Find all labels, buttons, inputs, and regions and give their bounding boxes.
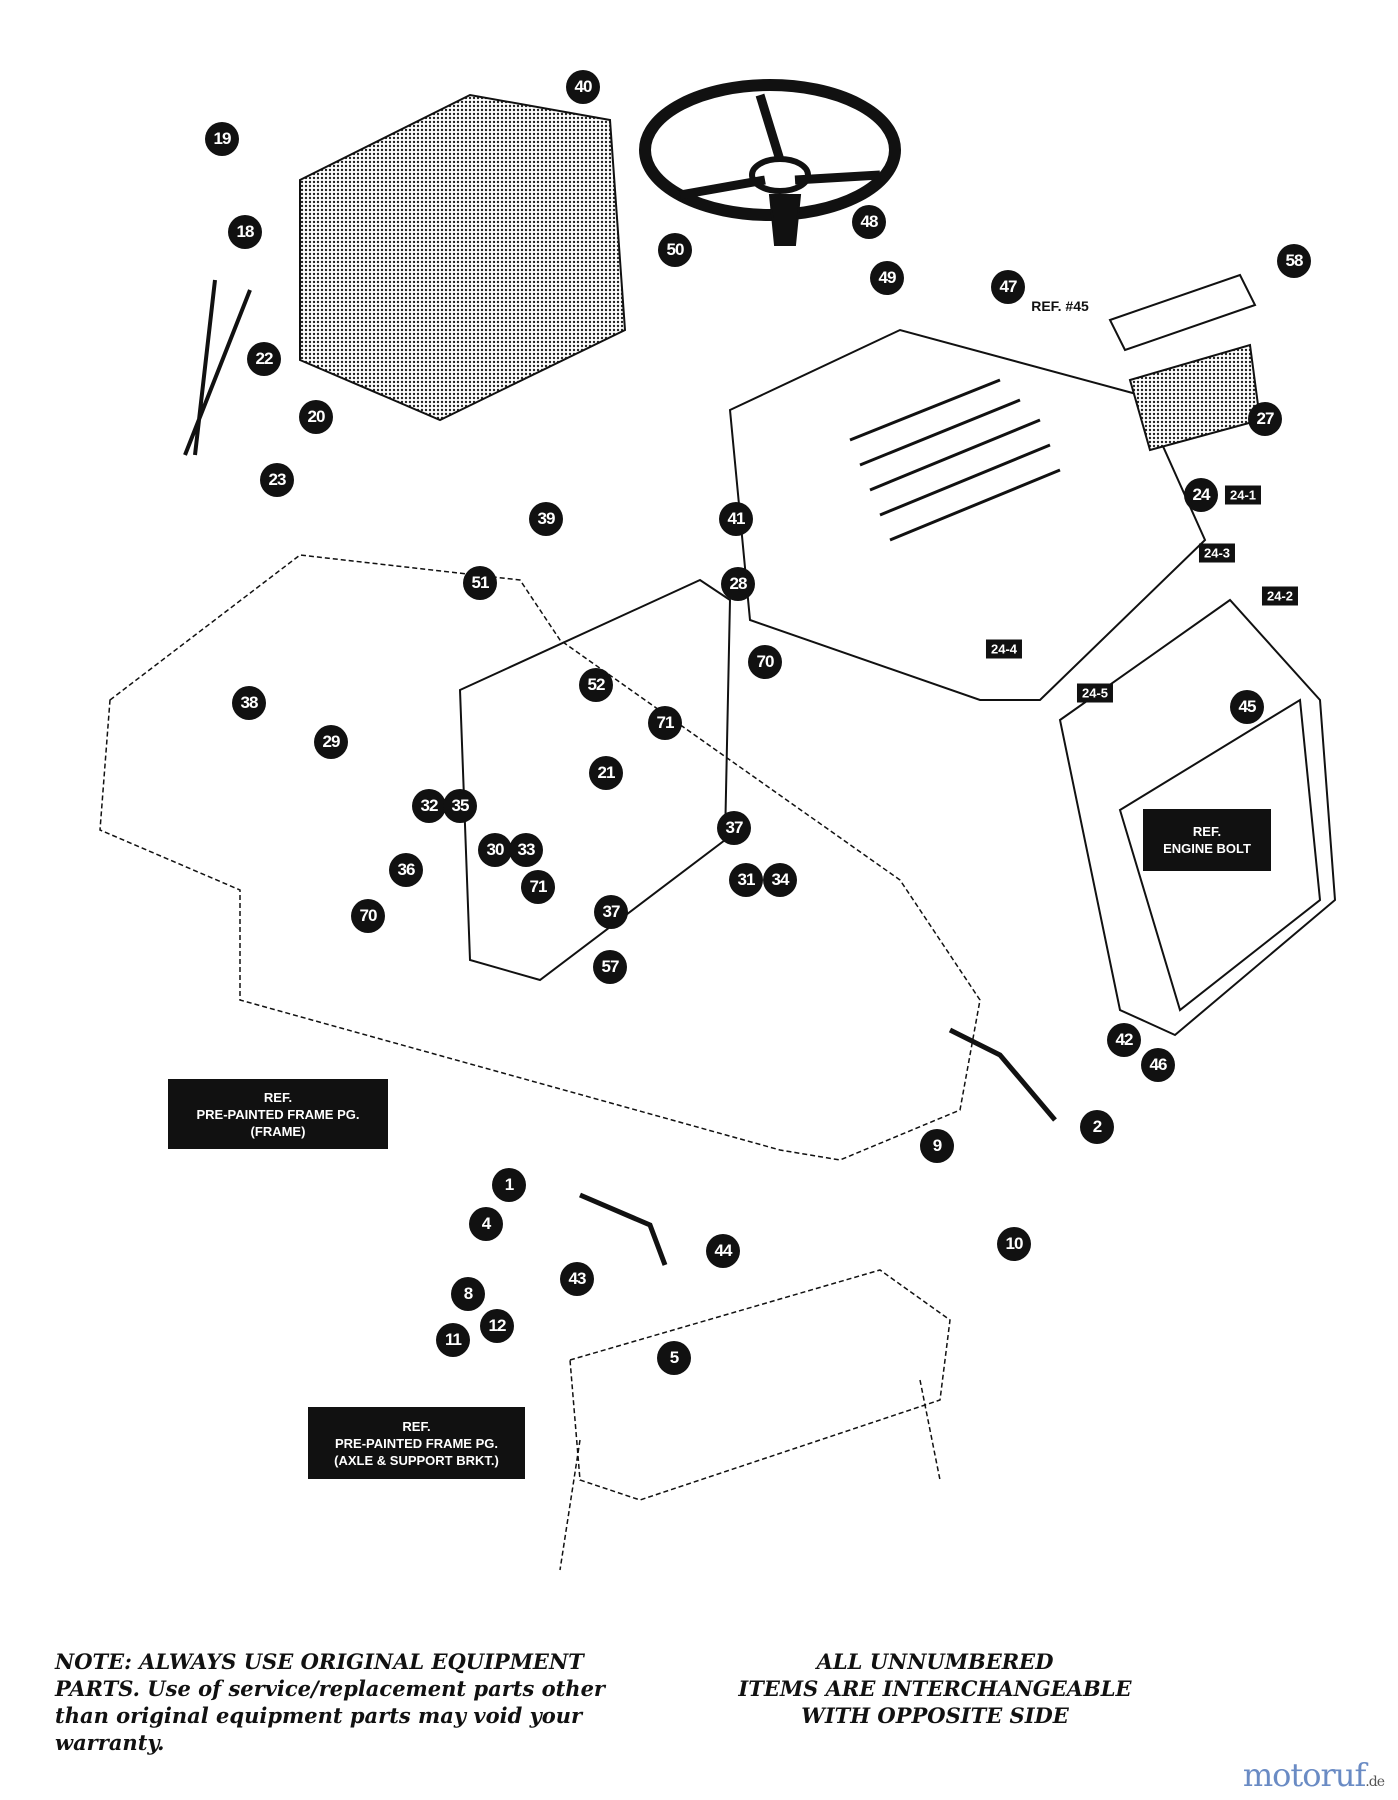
tag-24-4: 24-4 — [985, 639, 1023, 659]
interchangeable-note: ALL UNNUMBERED ITEMS ARE INTERCHANGEABLE… — [700, 1648, 1170, 1729]
ref-engine-bolt-line1: REF. — [1192, 824, 1222, 839]
callout-30: 30 — [478, 833, 512, 867]
callout-4: 4 — [469, 1207, 503, 1241]
callout-23: 23 — [260, 463, 294, 497]
callout-31: 31 — [729, 863, 763, 897]
ref-engine-bolt-line2: ENGINE BOLT — [1163, 841, 1251, 856]
ref-45-label: REF. #45 — [1031, 298, 1089, 314]
ref-frame-box: REF. PRE-PAINTED FRAME PG. (FRAME) — [168, 1079, 388, 1149]
ref-axle-line3: (AXLE & SUPPORT BRKT.) — [334, 1452, 499, 1468]
callout-70: 70 — [748, 645, 782, 679]
callout-37: 37 — [594, 895, 628, 929]
tag-24-1: 24-1 — [1224, 485, 1262, 505]
motoruf-watermark: motoruf.de — [1242, 1756, 1385, 1794]
callout-38: 38 — [232, 686, 266, 720]
callout-46: 46 — [1141, 1048, 1175, 1082]
callout-2: 2 — [1080, 1110, 1114, 1144]
callout-39: 39 — [529, 502, 563, 536]
callout-42: 42 — [1107, 1023, 1141, 1057]
callout-8: 8 — [451, 1277, 485, 1311]
hood — [728, 328, 1207, 701]
original-parts-note: NOTE: ALWAYS USE ORIGINAL EQUIPMENT PART… — [55, 1649, 605, 1755]
ref-axle-line2: PRE-PAINTED FRAME PG. — [335, 1435, 498, 1451]
callout-9: 9 — [920, 1129, 954, 1163]
ref-frame-line2: PRE-PAINTED FRAME PG. — [196, 1106, 360, 1122]
tag-24-5: 24-5 — [1076, 683, 1114, 703]
callout-57: 57 — [593, 950, 627, 984]
watermark-suffix: .de — [1365, 1774, 1385, 1790]
callout-22: 22 — [247, 342, 281, 376]
callout-41: 41 — [719, 502, 753, 536]
callout-24: 24 — [1184, 478, 1218, 512]
callout-29: 29 — [314, 725, 348, 759]
ref-engine-bolt-box: REF. ENGINE BOLT — [1143, 809, 1271, 871]
callout-49: 49 — [870, 261, 904, 295]
callout-20: 20 — [299, 400, 333, 434]
interchangeable-note-line3: WITH OPPOSITE SIDE — [801, 1703, 1069, 1728]
callout-27: 27 — [1248, 402, 1282, 436]
callout-5: 5 — [657, 1341, 691, 1375]
interchangeable-note-line2: ITEMS ARE INTERCHANGEABLE — [738, 1676, 1132, 1701]
callout-10: 10 — [997, 1227, 1031, 1261]
tag-24-3: 24-3 — [1198, 543, 1236, 563]
callout-33: 33 — [509, 833, 543, 867]
callout-70: 70 — [351, 899, 385, 933]
callout-40: 40 — [566, 70, 600, 104]
callout-71: 71 — [648, 706, 682, 740]
ref-axle-line1: REF. — [402, 1418, 431, 1434]
front-axle — [569, 1269, 951, 1501]
ref-frame-line1: REF. — [263, 1089, 293, 1105]
callout-36: 36 — [389, 853, 423, 887]
frame — [99, 554, 981, 1161]
callout-37: 37 — [717, 811, 751, 845]
callout-21: 21 — [589, 756, 623, 790]
callout-44: 44 — [706, 1234, 740, 1268]
callout-1: 1 — [492, 1168, 526, 1202]
callout-34: 34 — [763, 863, 797, 897]
steering-wheel — [639, 79, 901, 221]
callout-47: 47 — [991, 270, 1025, 304]
callout-45: 45 — [1230, 690, 1264, 724]
callout-11: 11 — [436, 1323, 470, 1357]
callout-19: 19 — [205, 122, 239, 156]
callout-48: 48 — [852, 205, 886, 239]
ref-axle-box: REF. PRE-PAINTED FRAME PG. (AXLE & SUPPO… — [308, 1407, 525, 1479]
callout-51: 51 — [463, 566, 497, 600]
callout-28: 28 — [721, 567, 755, 601]
callout-71: 71 — [521, 870, 555, 904]
callout-58: 58 — [1277, 244, 1311, 278]
callout-32: 32 — [412, 789, 446, 823]
tag-24-2: 24-2 — [1261, 586, 1299, 606]
callout-12: 12 — [480, 1309, 514, 1343]
callout-43: 43 — [560, 1262, 594, 1296]
callout-35: 35 — [443, 789, 477, 823]
callout-18: 18 — [228, 215, 262, 249]
callout-52: 52 — [579, 668, 613, 702]
fender-shroud — [299, 93, 627, 422]
interchangeable-note-line1: ALL UNNUMBERED — [816, 1649, 1054, 1674]
callout-50: 50 — [658, 233, 692, 267]
decal-plate — [1128, 343, 1262, 452]
watermark-text: motoruf — [1242, 1756, 1366, 1794]
ref-frame-line3: (FRAME) — [250, 1123, 306, 1139]
